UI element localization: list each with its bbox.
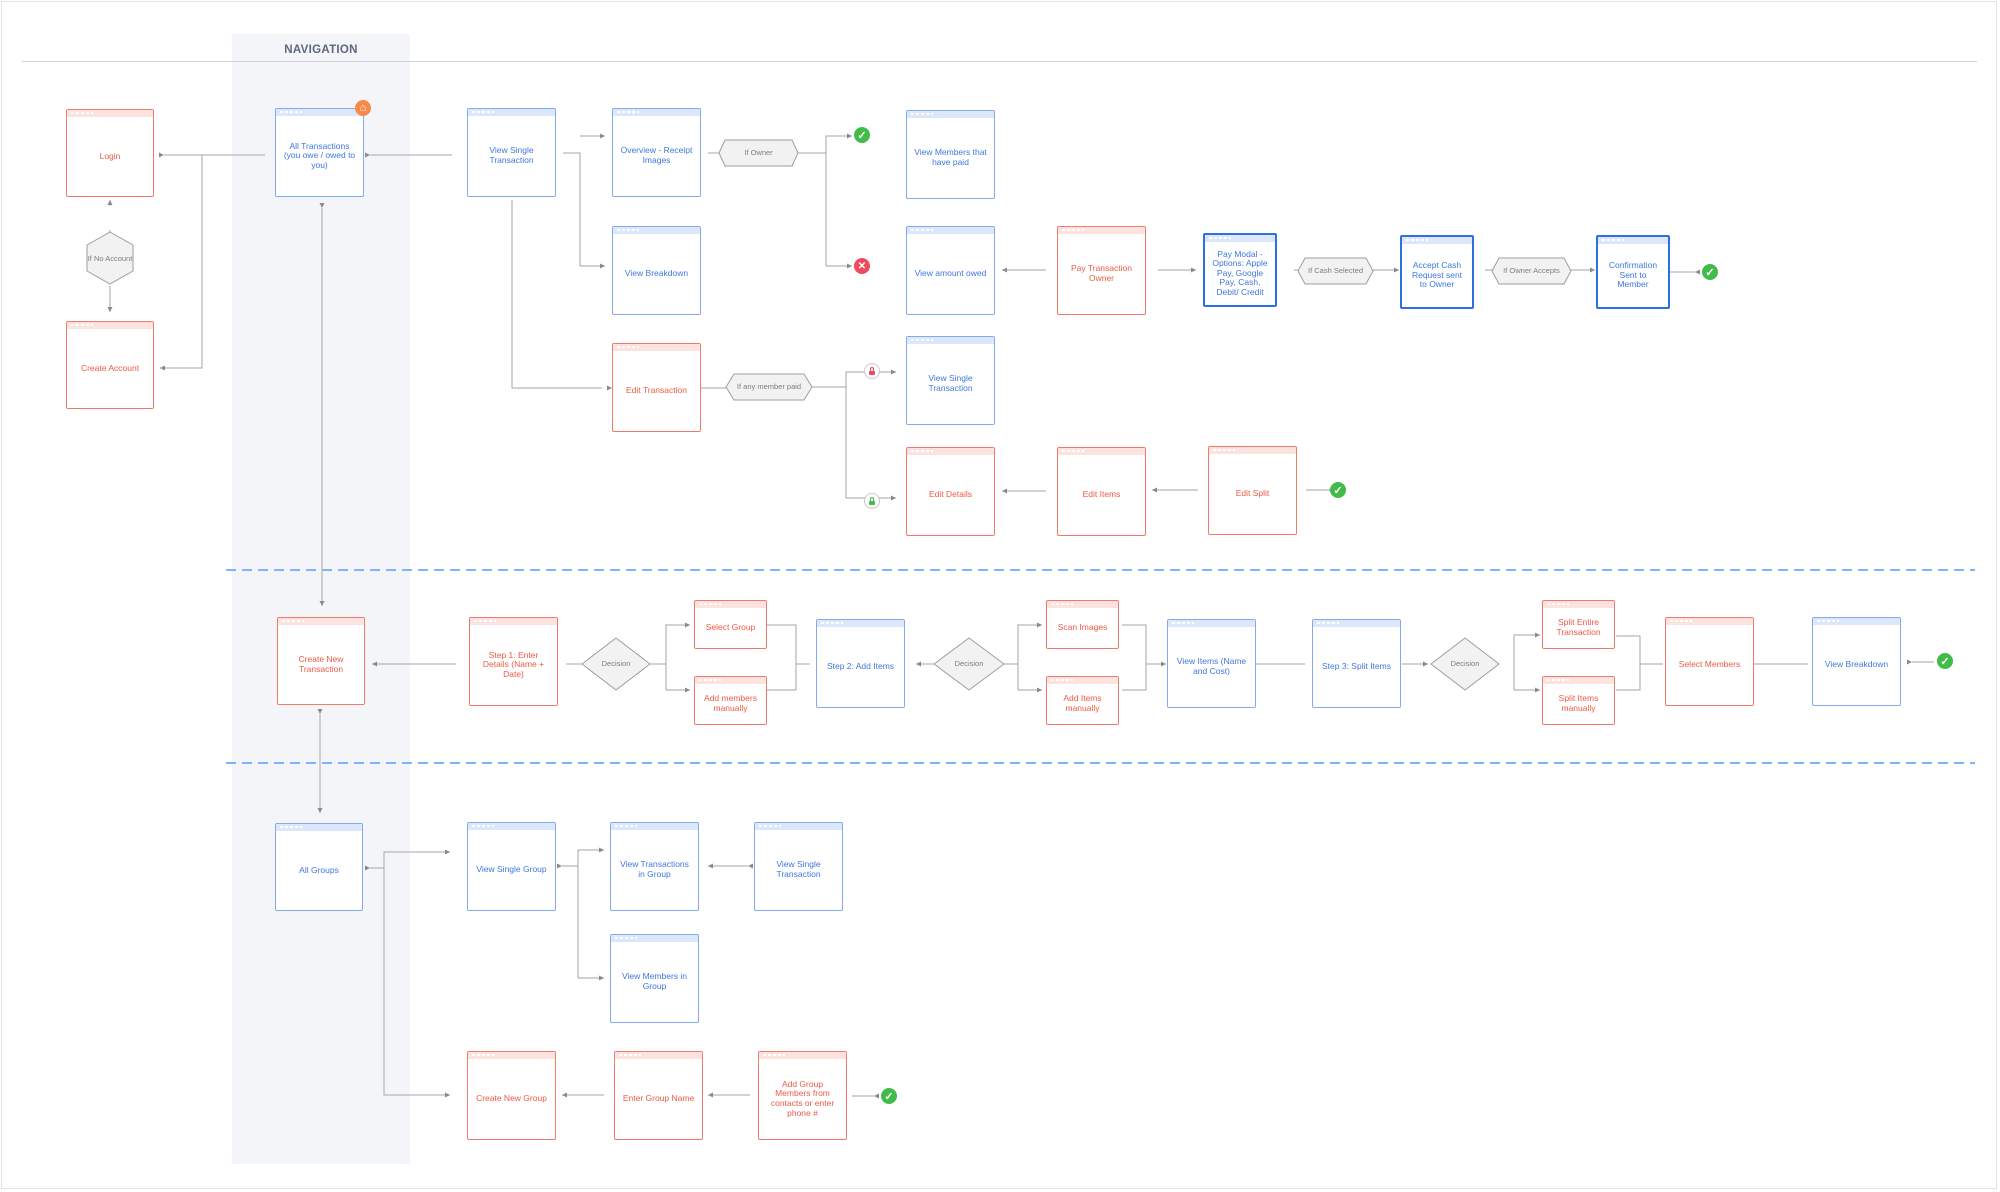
node-all-transactions[interactable]: All Transactions (you owe / owed to you) <box>275 108 364 197</box>
node-create-new-group[interactable]: Create New Group <box>467 1051 556 1140</box>
node-add-group-members[interactable]: Add Group Members from contacts or enter… <box>758 1051 847 1140</box>
node-view-members-in-group[interactable]: View Members in Group <box>610 934 699 1023</box>
node-all-groups[interactable]: All Groups <box>275 823 363 911</box>
node-accept-cash-request[interactable]: Accept Cash Request sent to Owner <box>1400 235 1474 309</box>
header-divider <box>22 61 1977 62</box>
node-view-breakdown[interactable]: View Breakdown <box>612 226 701 315</box>
hexagon-if-owner <box>718 139 799 167</box>
node-select-group[interactable]: Select Group <box>694 600 767 649</box>
hexagon-if-cash-selected <box>1297 257 1374 285</box>
node-split-entire-transaction[interactable]: Split Entire Transaction <box>1542 600 1615 649</box>
node-select-members[interactable]: Select Members <box>1665 617 1754 706</box>
lock-open-icon <box>864 493 880 509</box>
check-circle-icon: ✓ <box>1702 264 1718 280</box>
check-circle-icon: ✓ <box>881 1088 897 1104</box>
node-view-single-group[interactable]: View Single Group <box>467 822 556 911</box>
home-icon: ⌂ <box>355 100 371 116</box>
node-scan-images[interactable]: Scan Images <box>1046 600 1119 649</box>
node-pay-transaction-owner[interactable]: Pay Transaction Owner <box>1057 226 1146 315</box>
node-enter-group-name[interactable]: Enter Group Name <box>614 1051 703 1140</box>
node-pay-modal[interactable]: Pay Modal - Options: Apple Pay, Google P… <box>1203 233 1277 307</box>
hexagon-if-owner-accepts <box>1491 257 1572 285</box>
node-add-members-manually[interactable]: Add members manually <box>694 676 767 725</box>
lock-closed-icon <box>864 363 880 379</box>
node-add-items-manually[interactable]: Add Items manually <box>1046 676 1119 725</box>
node-overview-receipt-images[interactable]: Overview - Receipt Images <box>612 108 701 197</box>
node-view-single-transaction-locked[interactable]: View Single Transaction <box>906 336 995 425</box>
node-view-amount-owed[interactable]: View amount owed <box>906 226 995 315</box>
hexagon-if-any-member-paid <box>725 373 813 401</box>
diamond-decision-1 <box>581 637 651 691</box>
node-create-account[interactable]: Create Account <box>66 321 154 409</box>
node-view-transactions-in-group[interactable]: View Transactions in Group <box>610 822 699 911</box>
node-edit-items[interactable]: Edit Items <box>1057 447 1146 536</box>
node-step2-add-items[interactable]: Step 2: Add Items <box>816 619 905 708</box>
diamond-decision-2 <box>933 637 1005 691</box>
node-step1-enter-details[interactable]: Step 1: Enter Details (Name + Date) <box>469 617 558 706</box>
node-edit-details[interactable]: Edit Details <box>906 447 995 536</box>
node-view-items[interactable]: View Items (Name and Cost) <box>1167 619 1256 708</box>
diamond-decision-3 <box>1430 637 1500 691</box>
navigation-heading: NAVIGATION <box>284 44 358 56</box>
node-edit-split[interactable]: Edit Split <box>1208 446 1297 535</box>
node-confirmation-sent[interactable]: Confirmation Sent to Member <box>1596 235 1670 309</box>
check-circle-icon: ✓ <box>1937 653 1953 669</box>
check-circle-icon: ✓ <box>854 127 870 143</box>
node-create-new-transaction[interactable]: Create New Transaction <box>277 617 365 705</box>
hexagon-if-no-account <box>86 231 134 285</box>
x-circle-icon: ✕ <box>854 258 870 274</box>
node-split-items-manually[interactable]: Split Items manually <box>1542 676 1615 725</box>
node-view-single-transaction-group[interactable]: View Single Transaction <box>754 822 843 911</box>
node-login[interactable]: Login <box>66 109 154 197</box>
node-edit-transaction[interactable]: Edit Transaction <box>612 343 701 432</box>
node-step3-split-items[interactable]: Step 3: Split Items <box>1312 619 1401 708</box>
node-view-members-paid[interactable]: View Members that have paid <box>906 110 995 199</box>
node-view-breakdown-final[interactable]: View Breakdown <box>1812 617 1901 706</box>
check-circle-icon: ✓ <box>1330 482 1346 498</box>
node-view-single-transaction[interactable]: View Single Transaction <box>467 108 556 197</box>
